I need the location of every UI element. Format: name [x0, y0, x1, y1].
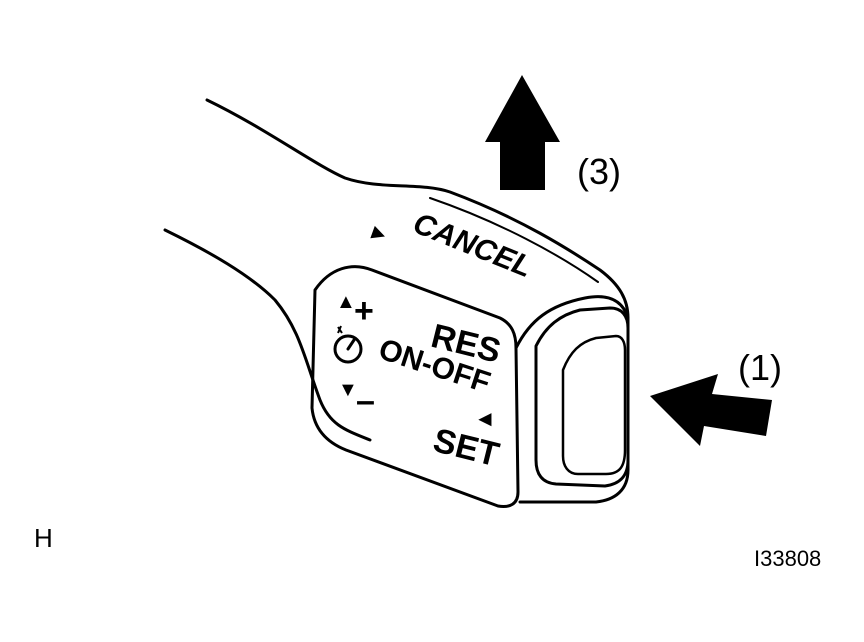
- minus-label: –: [356, 382, 375, 420]
- figure-code: I33808: [754, 546, 821, 571]
- cancel-label: CANCEL: [408, 207, 536, 284]
- corner-letter: H: [34, 523, 53, 553]
- lever-body: [163, 98, 630, 508]
- pull-up-arrow-icon: [485, 75, 560, 190]
- push-arrow-icon: [650, 374, 772, 446]
- push-callout: (1): [738, 347, 782, 388]
- plus-label: +: [354, 292, 374, 330]
- cancel-marker-icon: ►: [365, 218, 394, 249]
- down-marker-icon: ▼: [338, 379, 358, 401]
- speedometer-icon: [333, 325, 363, 364]
- pull-up-callout: (3): [577, 151, 621, 192]
- set-marker-icon: ◄: [474, 406, 496, 431]
- up-marker-icon: ▲: [336, 291, 356, 313]
